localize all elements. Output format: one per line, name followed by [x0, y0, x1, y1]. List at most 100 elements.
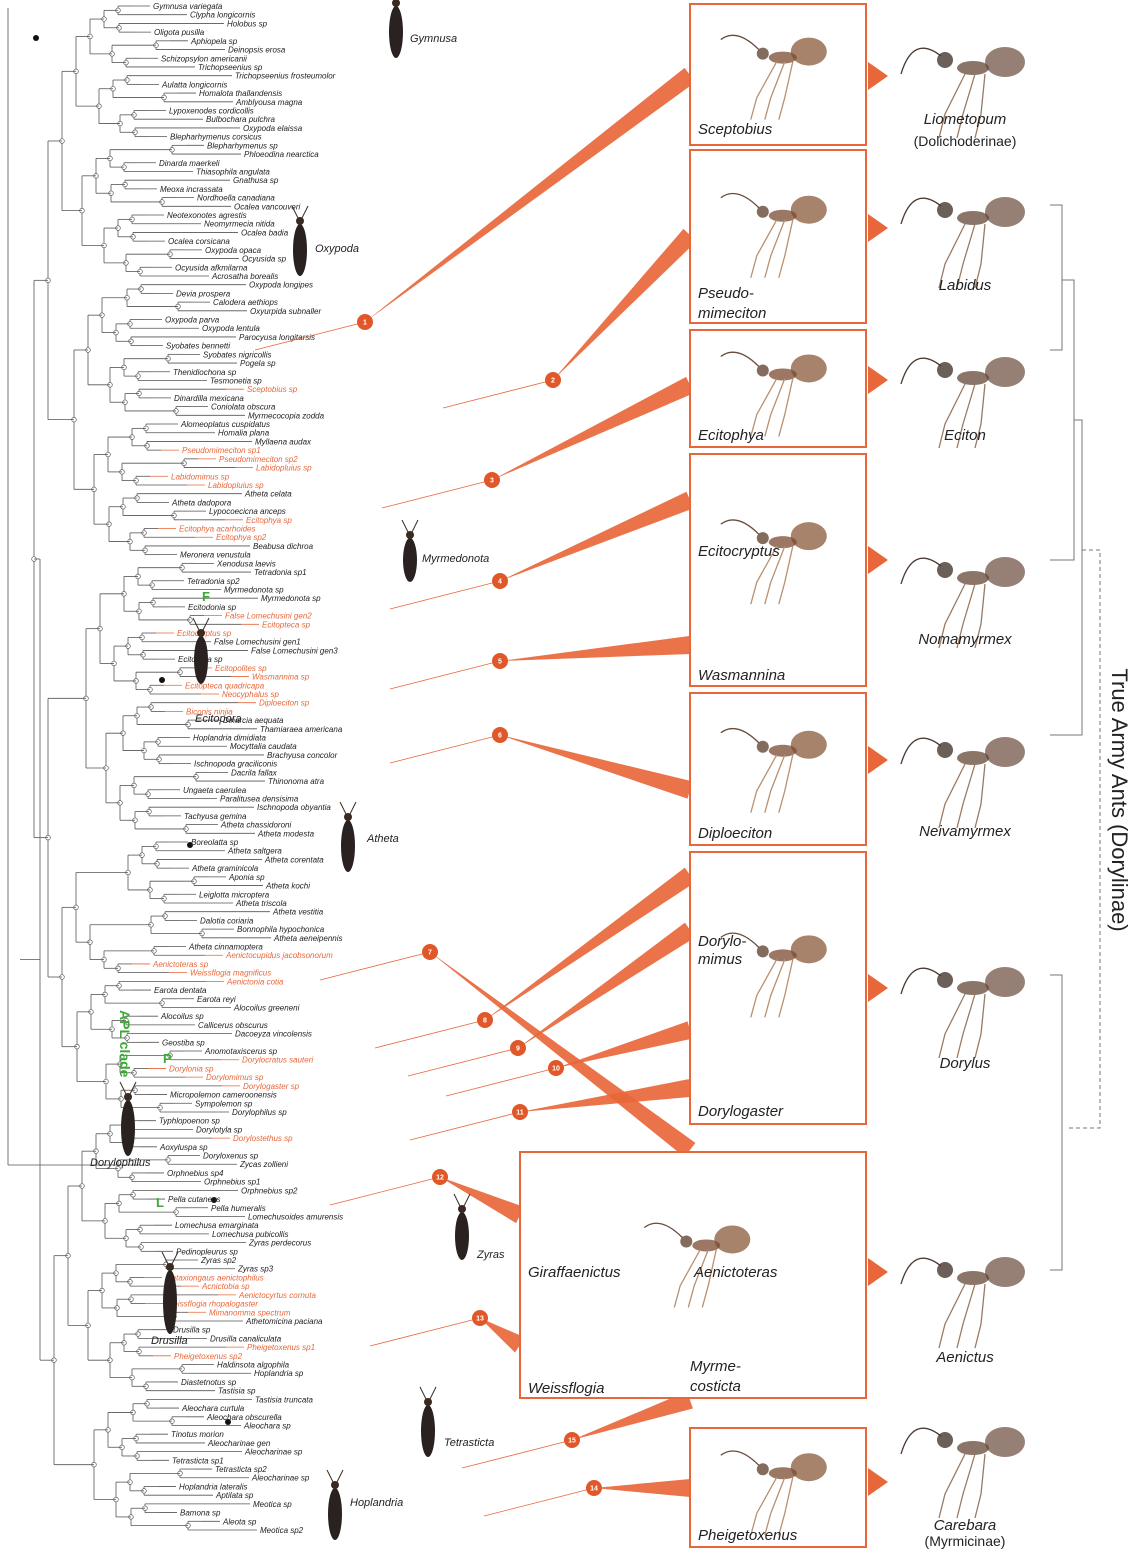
- host-genus-label: Eciton: [944, 427, 986, 444]
- host-arrows: [868, 62, 888, 1496]
- origin-number: 6: [498, 733, 502, 740]
- host-genus-label: Neivamyrmex: [919, 823, 1011, 840]
- host-antenna: [901, 558, 941, 584]
- tip-label: Lypocoecicna anceps: [209, 507, 286, 516]
- tip-label: Diploeciton sp: [259, 699, 310, 708]
- tip-label: Atheta graminicola: [191, 864, 259, 873]
- beetle-photos: GymnusaOxypodaMyrmedonotaEcitoporaAtheta…: [90, 0, 505, 1540]
- tip-label: Beabusa dichroa: [253, 542, 314, 551]
- host-thorax: [957, 371, 989, 385]
- tip-label: Aenictonia cotia: [226, 977, 284, 986]
- tip-label: Meoxa incrassata: [160, 185, 223, 194]
- beetle-genus-label: Myrmedonota: [422, 553, 489, 565]
- tip-label: Typhlopoenon sp: [159, 1117, 220, 1126]
- mimic-panels: SceptobiusPseudo-mimecitonEcitophyaEcito…: [520, 4, 866, 1547]
- tip-label: Tinotus morion: [171, 1430, 224, 1439]
- host-arrow: [868, 62, 888, 90]
- beetle-antenna: [327, 1470, 333, 1482]
- tip-label: Aleocharinae gen: [207, 1439, 271, 1448]
- tip-label: Orphnebius sp4: [167, 1169, 224, 1178]
- origin-leader: [408, 1048, 518, 1076]
- mimic-genus-label: Sceptobius: [698, 121, 773, 138]
- origin-wedge: [430, 952, 695, 1157]
- tip-label: Aoxyluspa sp: [159, 1143, 208, 1152]
- tip-label: Thinonoma atra: [268, 777, 325, 786]
- mimic-genus-label: Pseudo-: [698, 285, 754, 302]
- tip-label: Aenictocupidus jacobsonorum: [225, 951, 333, 960]
- origin-leader: [330, 1177, 440, 1205]
- tip-label: Labidopluius sp: [256, 464, 312, 473]
- tip-label: Holobus sp: [227, 19, 268, 28]
- tip-label: Drusilla canaliculata: [210, 1334, 282, 1343]
- origin-leader: [443, 380, 553, 408]
- tip-label: Brachyusa concolor: [267, 751, 338, 760]
- host-leg: [975, 1284, 985, 1348]
- tip-label: Gymnusa variegata: [153, 2, 223, 11]
- tip-label: Weissflogia magnificus: [190, 969, 271, 978]
- tip-label: Hoplandria sp: [254, 1369, 304, 1378]
- tip-label: Phloeodina nearctica: [244, 150, 319, 159]
- origin-number: 11: [516, 1110, 524, 1117]
- tip-label: Atheta kochi: [265, 882, 310, 891]
- tip-label: Ischnopoda graciliconis: [194, 760, 277, 769]
- beetle-head: [344, 813, 352, 821]
- host-leg: [939, 994, 965, 1058]
- host-leg: [975, 74, 985, 138]
- origin-leader: [390, 661, 500, 689]
- mimic-gaster: [791, 354, 827, 382]
- host-tree: [1050, 205, 1100, 1270]
- tip-label: Zyras sp2: [200, 1256, 237, 1265]
- host-genus-label: Labidus: [939, 277, 992, 294]
- tip-label: Sympolemon sp: [195, 1099, 253, 1108]
- beetle-antenna: [340, 802, 346, 814]
- beetle-head: [197, 629, 205, 637]
- mimic-gaster: [791, 935, 827, 963]
- host-ant-photos: Liometopum(Dolichoderinae)LabidusEcitonN…: [901, 47, 1025, 1549]
- host-thorax: [957, 211, 989, 225]
- origin-wedge: [553, 229, 697, 380]
- tip-label: Myllaena audax: [255, 437, 312, 446]
- tip-label: Aleochara obscurella: [206, 1413, 282, 1422]
- beetle-head: [124, 1093, 132, 1101]
- tip-label: Thenidiochona sp: [173, 368, 237, 377]
- tip-label: Ocyusida sp: [242, 255, 287, 264]
- tip-label: Atheta celata: [244, 490, 292, 499]
- host-thorax: [957, 1271, 989, 1285]
- host-arrow: [868, 974, 888, 1002]
- clade-label-apl: APL clade: [117, 1010, 133, 1078]
- tip-label: Atheta saltgera: [227, 847, 282, 856]
- tip-label: Lomechusa pubicollis: [212, 1230, 289, 1239]
- tip-label: Atheta triscola: [235, 899, 287, 908]
- tip-label: Atheta vestitia: [272, 908, 324, 917]
- beetle-antenna: [420, 1387, 426, 1399]
- tip-label: False Lomechusini gen1: [214, 638, 301, 647]
- tip-label: Atheta modesta: [257, 829, 315, 838]
- tip-label: Aponia sp: [228, 873, 265, 882]
- host-leg: [975, 1454, 985, 1518]
- tip-label: Pedinopleurus sp: [176, 1247, 238, 1256]
- tip-label: Earota dentata: [154, 986, 207, 995]
- tip-label: Schizopsylon americanii: [161, 54, 247, 63]
- host-antenna: [901, 48, 941, 74]
- beetle-head: [166, 1263, 174, 1271]
- host-leg: [975, 764, 985, 828]
- tip-label: Bulbochara pulchra: [206, 115, 275, 124]
- tip-label: Thamiaraea americana: [260, 725, 343, 734]
- beetle-antenna: [302, 206, 308, 218]
- origin-number: 12: [436, 1175, 444, 1182]
- beetle-antenna: [337, 1470, 343, 1482]
- tip-label: Ischnopoda obyantia: [257, 803, 331, 812]
- host-gaster: [985, 47, 1025, 77]
- beetle-body: [194, 636, 208, 684]
- tip-label: Micropolemon cameroonensis: [170, 1091, 277, 1100]
- beetle-genus-label: Atheta: [366, 833, 399, 845]
- tip-label: Aulatta longicornis: [161, 80, 227, 89]
- tip-label: Gnathusa sp: [233, 176, 279, 185]
- beetle-genus-label: Tetrasticta: [444, 1437, 494, 1449]
- origin-number: 9: [516, 1046, 520, 1053]
- host-genus-label: Nomamyrmex: [918, 631, 1012, 648]
- origin-wedge: [440, 1177, 524, 1223]
- tip-label: Nordhoella canadiana: [197, 194, 275, 203]
- beetle-genus-label: Hoplandria: [350, 1497, 403, 1509]
- tip-label: Oligota pusilla: [154, 28, 205, 37]
